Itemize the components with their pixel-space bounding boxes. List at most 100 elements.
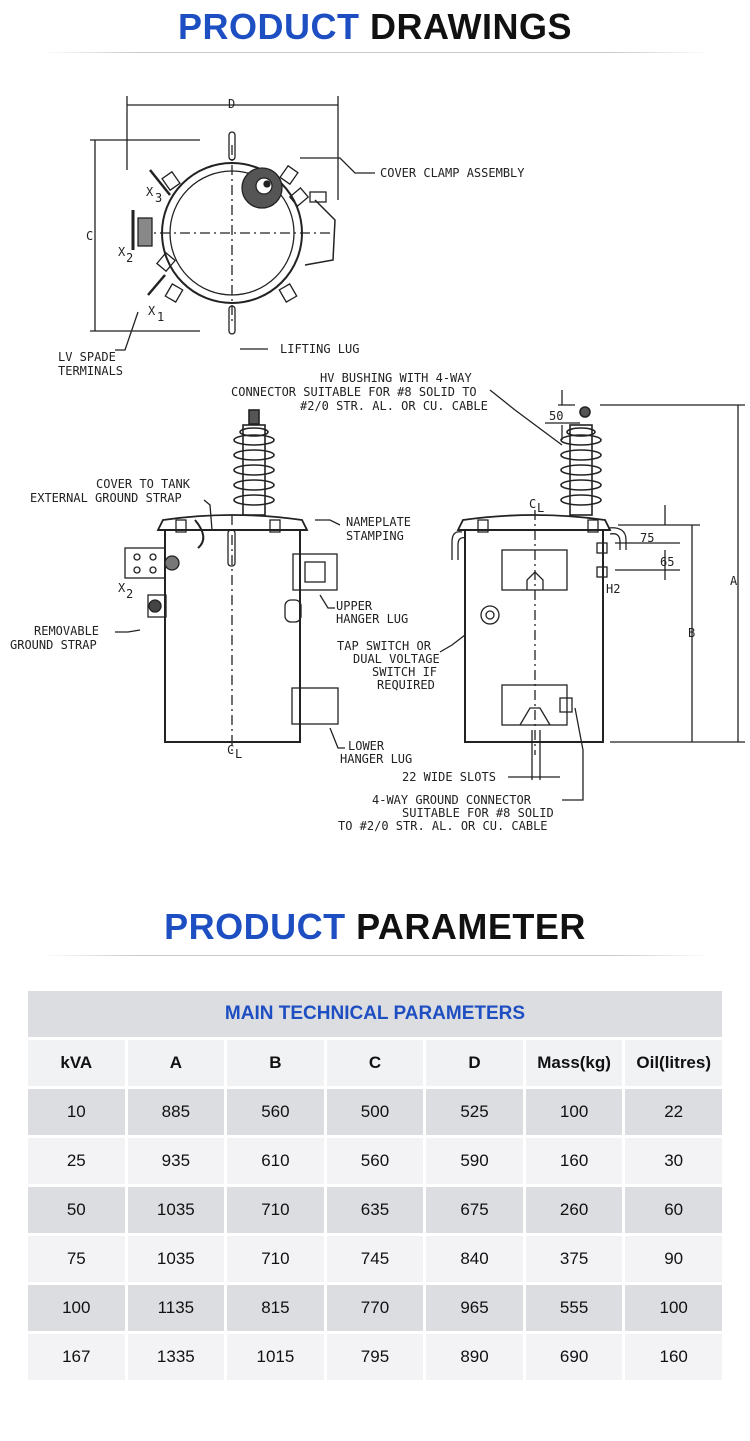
header-mass: Mass(kg) [525,1040,623,1086]
label-centerline-l: L [537,501,544,515]
table-cell: 560 [227,1089,324,1135]
label-b: B [688,626,695,640]
label-removable-1: REMOVABLE [34,624,99,638]
table-cell: 635 [326,1187,424,1233]
label-x3: X [146,185,154,199]
table-cell: 555 [525,1285,623,1331]
header-b: B [227,1040,324,1086]
label-c: C [86,229,93,243]
label-lower-hanger-1: LOWER [348,739,385,753]
label-upper-hanger-1: UPPER [336,599,373,613]
label-nameplate-2: STAMPING [346,529,404,543]
label-centerline-l-2: L [235,747,242,761]
label-cover-tank-2: EXTERNAL GROUND STRAP [30,491,182,505]
table-cell: 75 [28,1236,125,1282]
heading-blue-word: PRODUCT [177,6,360,47]
label-x2: X [118,245,126,259]
label-centerline-c-2: C [227,743,234,757]
table-cell: 770 [326,1285,424,1331]
label-dim-65: 65 [660,555,674,569]
label-lower-hanger-2: HANGER LUG [340,752,412,766]
label-hv-bushing-2: CONNECTOR SUITABLE FOR #8 SOLID TO [231,385,477,399]
table-cell: 160 [525,1138,623,1184]
label-hv-bushing-3: #2/0 STR. AL. OR CU. CABLE [300,399,488,413]
table-cell: 100 [28,1285,125,1331]
parameters-table-wrapper: MAIN TECHNICAL PARAMETERS kVA A B C D Ma… [28,988,722,1383]
table-cell: 590 [426,1138,523,1184]
table-cell: 1335 [127,1334,225,1380]
label-removable-2: GROUND STRAP [10,638,97,652]
header-a: A [127,1040,225,1086]
table-cell: 100 [525,1089,623,1135]
table-cell: 965 [426,1285,523,1331]
label-lv-spade-2: TERMINALS [58,364,123,378]
table-cell: 815 [227,1285,324,1331]
table-row: 10 885 560 500 525 100 22 [28,1089,722,1135]
label-cover-tank-1: COVER TO TANK [96,477,191,491]
table-cell: 1035 [127,1236,225,1282]
label-upper-hanger-2: HANGER LUG [336,612,408,626]
label-ground-conn-2: SUITABLE FOR #8 SOLID [402,806,554,820]
table-cell: 167 [28,1334,125,1380]
table-cell: 25 [28,1138,125,1184]
header-c: C [326,1040,424,1086]
table-cell: 710 [227,1187,324,1233]
table-cell: 22 [625,1089,722,1135]
table-cell: 1135 [127,1285,225,1331]
table-cell: 675 [426,1187,523,1233]
table-cell: 60 [625,1187,722,1233]
table-row: 100 1135 815 770 965 555 100 [28,1285,722,1331]
product-technical-drawing: D C X 3 X 2 X 1 COVER CLAMP ASSEMBLY LIF… [10,96,745,833]
label-x2-sub: 2 [126,251,133,265]
label-dim-75: 75 [640,531,654,545]
table-row: 75 1035 710 745 840 375 90 [28,1236,722,1282]
heading-black-word: PARAMETER [356,906,586,947]
heading-divider [40,52,710,53]
label-ground-conn-1: 4-WAY GROUND CONNECTOR [372,793,532,807]
table-cell: 885 [127,1089,225,1135]
product-parameter-heading: PRODUCT PARAMETER [0,906,750,948]
table-cell: 100 [625,1285,722,1331]
header-d: D [426,1040,523,1086]
table-row: 50 1035 710 635 675 260 60 [28,1187,722,1233]
table-cell: 690 [525,1334,623,1380]
label-cover-clamp: COVER CLAMP ASSEMBLY [380,166,525,180]
label-tap-4: REQUIRED [377,678,435,692]
table-cell: 795 [326,1334,424,1380]
table-cell: 10 [28,1089,125,1135]
label-h2: H2 [606,582,620,596]
header-oil: Oil(litres) [625,1040,722,1086]
parameters-table: MAIN TECHNICAL PARAMETERS kVA A B C D Ma… [25,988,725,1383]
label-x2b-sub: 2 [126,587,133,601]
label-hv-bushing-1: HV BUSHING WITH 4-WAY [320,371,472,385]
table-row: 167 1335 1015 795 890 690 160 [28,1334,722,1380]
table-cell: 935 [127,1138,225,1184]
label-lifting-lug: LIFTING LUG [280,342,359,356]
label-tap-3: SWITCH IF [372,665,437,679]
label-x2b: X [118,581,126,595]
table-cell: 745 [326,1236,424,1282]
table-cell: 90 [625,1236,722,1282]
heading-black-word: DRAWINGS [370,6,572,47]
label-a: A [730,574,738,588]
table-cell: 30 [625,1138,722,1184]
table-cell: 1035 [127,1187,225,1233]
table-header-row: kVA A B C D Mass(kg) Oil(litres) [28,1040,722,1086]
label-x1-sub: 1 [157,310,164,324]
heading-blue-word: PRODUCT [164,906,346,947]
table-cell: 525 [426,1089,523,1135]
table-cell: 710 [227,1236,324,1282]
label-tap-1: TAP SWITCH OR [337,639,432,653]
label-centerline-c: C [529,497,536,511]
label-slots: 22 WIDE SLOTS [402,770,496,784]
label-x1: X [148,304,156,318]
label-nameplate-1: NAMEPLATE [346,515,411,529]
table-cell: 260 [525,1187,623,1233]
product-drawings-heading: PRODUCT DRAWINGS [0,6,750,48]
table-cell: 890 [426,1334,523,1380]
table-cell: 500 [326,1089,424,1135]
label-x3-sub: 3 [155,191,162,205]
label-lv-spade-1: LV SPADE [58,350,116,364]
header-kva: kVA [28,1040,125,1086]
table-cell: 1015 [227,1334,324,1380]
